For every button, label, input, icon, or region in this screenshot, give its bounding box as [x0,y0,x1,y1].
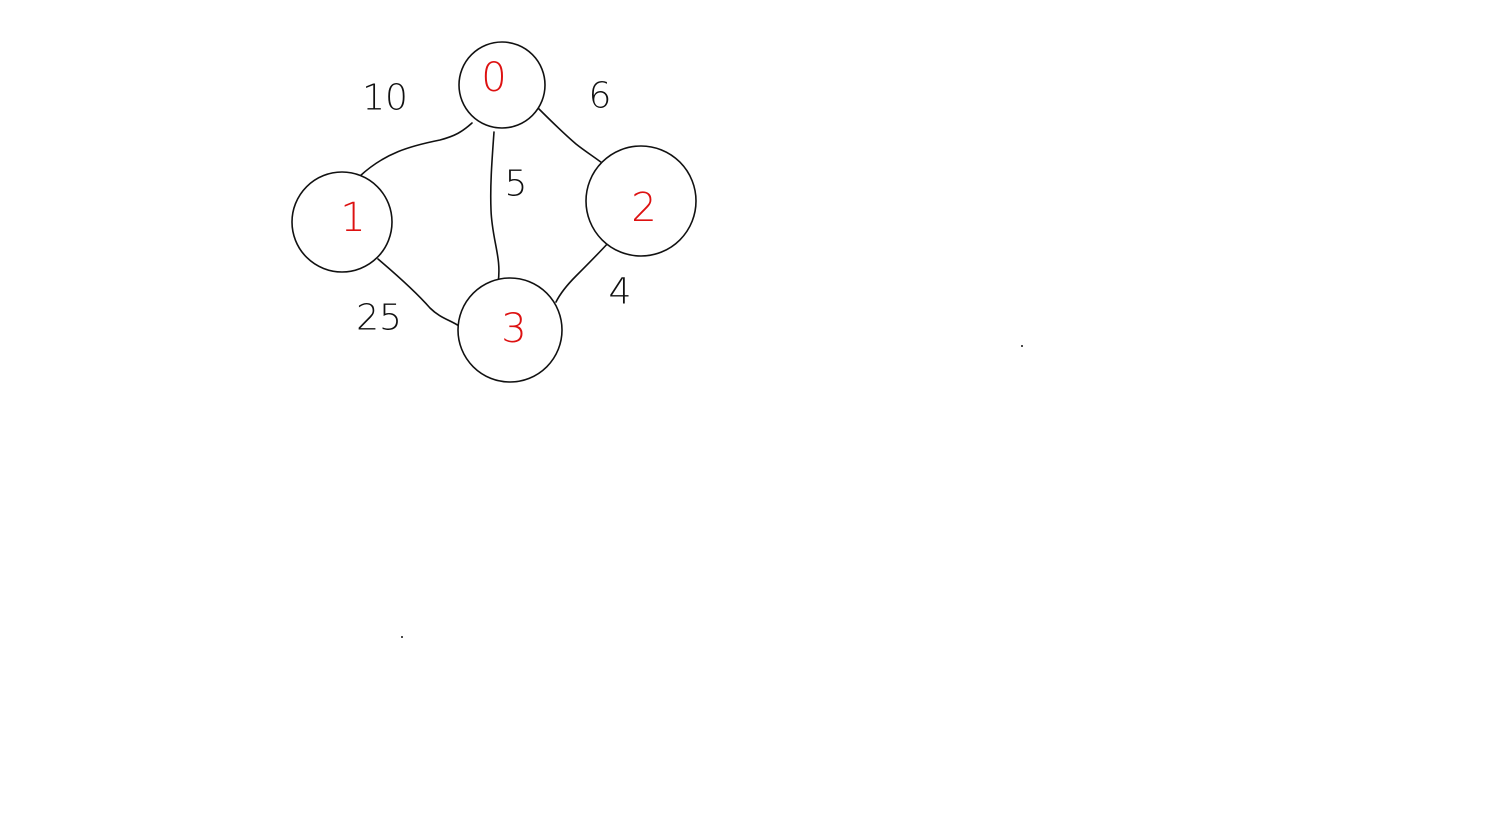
node-1-label: 1 [340,195,365,241]
node-0-circle [458,41,546,129]
edge-1-3 [377,258,460,327]
edge-0-1-weight: 10 [362,78,408,119]
node-3[interactable]: 3 [457,277,563,383]
node-1-circle [291,171,393,273]
node-0-label: 0 [481,55,506,101]
node-2-label: 2 [631,185,656,231]
edge-2-3-weight: 4 [609,272,632,313]
stray-dot [1021,345,1023,347]
node-2-circle [585,145,697,257]
edge-2-3 [555,240,611,303]
node-2[interactable]: 2 [585,145,697,257]
stray-dot [401,636,403,638]
edge-1-3-weight: 25 [356,298,402,339]
node-3-label: 3 [501,306,526,352]
node-1[interactable]: 1 [291,171,393,273]
edge-0-2-weight: 6 [589,76,612,117]
node-0[interactable]: 0 [458,41,546,129]
edge-0-1 [359,122,473,177]
edge-0-3 [489,131,500,284]
edge-0-2 [537,107,607,167]
edge-0-3-weight: 5 [505,164,528,205]
node-3-circle [457,277,563,383]
